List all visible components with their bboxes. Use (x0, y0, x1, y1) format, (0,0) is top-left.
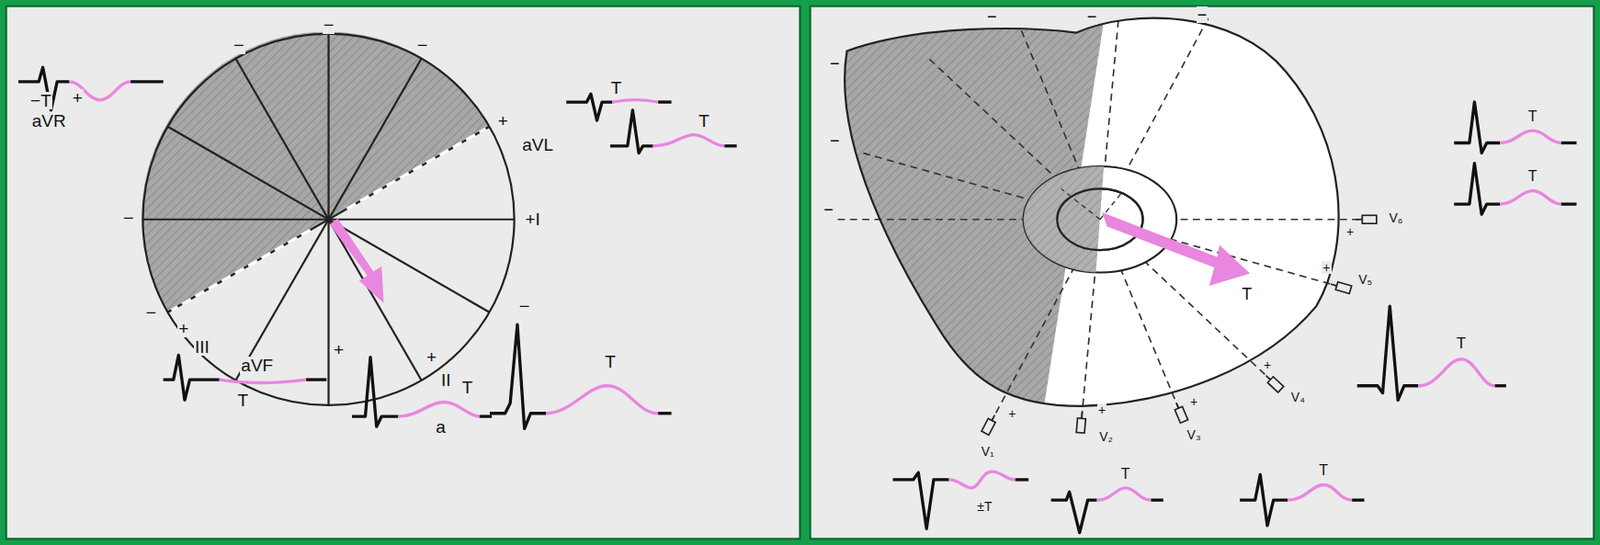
lead-label: V₂ (1098, 430, 1114, 443)
minus-pole: − (416, 35, 430, 55)
plus-pole: + (497, 112, 510, 130)
t-wave-label: T (1317, 463, 1329, 478)
t-wave-label: T (603, 352, 617, 371)
ecg-complexes (18, 67, 738, 429)
plus-pole: + (1262, 358, 1272, 372)
minus-pole: − (1086, 8, 1099, 25)
t-wave-label: T (1527, 169, 1539, 184)
lead-label: aVF (239, 356, 274, 375)
minus-pole: − (828, 132, 841, 149)
lead-label: +I (523, 210, 541, 228)
electrodes (981, 215, 1377, 435)
heart-section (816, 0, 1362, 545)
minus-pole: − (322, 15, 336, 35)
lead-label: aVL (521, 136, 555, 154)
plus-pole: + (1189, 395, 1199, 409)
plus-pole: + (1321, 260, 1331, 274)
panel-letter: a (434, 418, 447, 436)
t-wave-label: T (236, 391, 250, 409)
lead-label: V₁ (980, 444, 996, 458)
lead-label: V₄ (1290, 390, 1306, 404)
minus-pole: − (232, 35, 246, 55)
lead-label: V₃ (1186, 428, 1203, 442)
t-wave-label: T (1527, 109, 1539, 125)
t-wave-label: T (1240, 285, 1253, 303)
t-vector (1101, 212, 1250, 286)
minus-pole: − (828, 55, 841, 72)
t-wave-label: T (697, 112, 711, 130)
plus-pole: + (332, 340, 345, 359)
panel (6, 6, 801, 540)
lead-label: aVR (31, 112, 68, 130)
minus-pole: − (1196, 6, 1209, 23)
lead-label: ±T (975, 499, 993, 513)
lead-label: V₆ (1387, 211, 1404, 225)
ecg-complexes (893, 102, 1578, 534)
lead-label: II (440, 371, 453, 389)
hexaxial-circle (141, 31, 514, 405)
t-wave-label: T (461, 378, 475, 397)
plus-pole: + (1007, 407, 1017, 420)
plus-pole: + (425, 348, 438, 366)
plus-pole: + (1097, 403, 1107, 417)
minus-pole: − (122, 208, 136, 227)
minus-pole: − (986, 8, 999, 25)
minus-pole: − (822, 201, 835, 218)
lead-label: III (193, 338, 211, 356)
t-wave-label: T (610, 79, 624, 97)
t-wave-label: T (1455, 335, 1467, 352)
plus-pole: + (1345, 225, 1355, 239)
minus-pole: − (518, 296, 532, 316)
lead-label: −T (29, 91, 53, 110)
plus-pole: + (71, 89, 84, 107)
t-vector (329, 218, 385, 304)
t-wave-label: T (1120, 466, 1132, 482)
minus-pole: − (144, 303, 158, 322)
plus-pole: + (177, 319, 190, 338)
lead-label: V₅ (1357, 272, 1374, 286)
